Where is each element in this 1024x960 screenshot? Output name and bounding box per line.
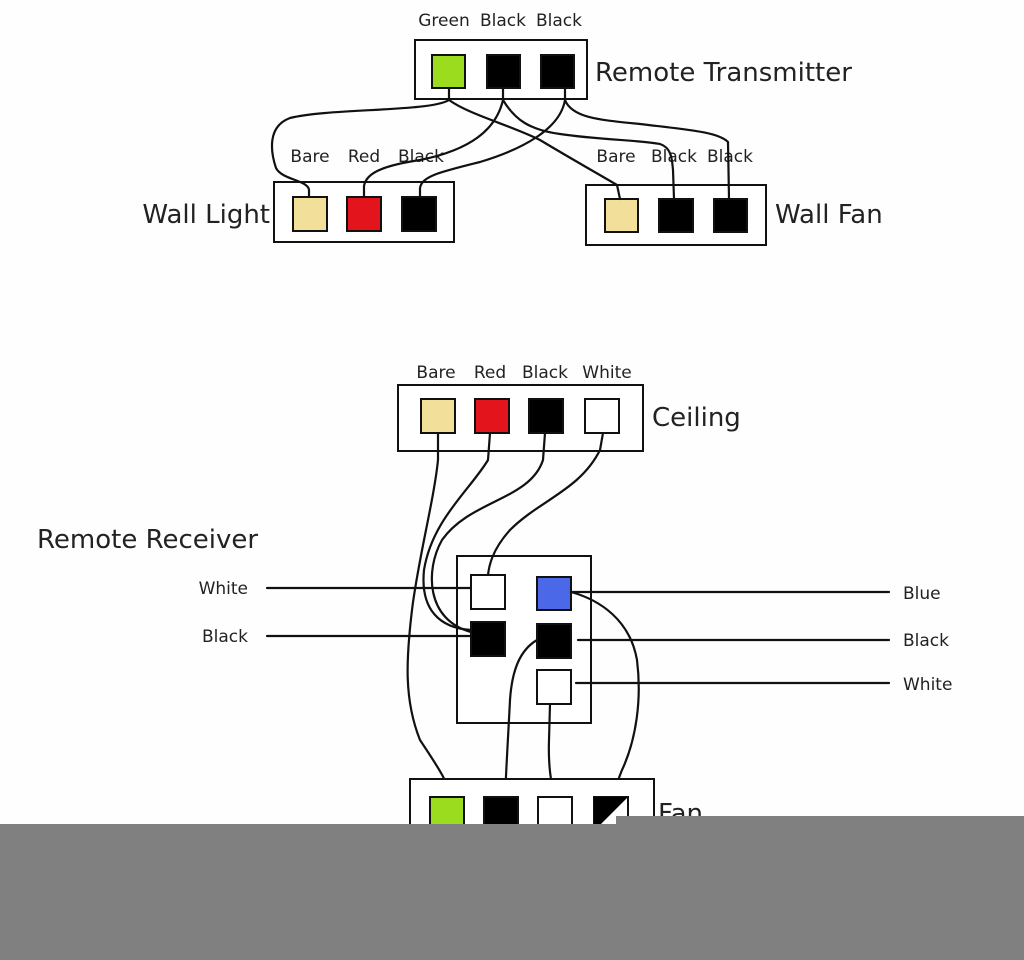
wall-fan-label-black-1: Black	[651, 147, 697, 167]
wall-fan-label-bare: Bare	[596, 147, 635, 167]
ceiling-title: Ceiling	[652, 403, 741, 433]
ceiling-label-black: Black	[522, 363, 568, 383]
receiver-right-label-white: White	[903, 675, 952, 695]
wire-black1-to-light-red	[362, 86, 505, 199]
wire-ceiling-bare-to-fan-green	[406, 431, 452, 802]
receiver-terminal-black-in	[470, 621, 506, 657]
transmitter-label-black-2: Black	[536, 11, 582, 31]
wall-fan-terminal-bare	[604, 198, 639, 233]
receiver-title: Remote Receiver	[37, 525, 258, 555]
transmitter-terminal-black-1	[486, 54, 521, 89]
transmitter-terminal-black-2	[540, 54, 575, 89]
transmitter-label-black-1: Black	[480, 11, 526, 31]
wire-ceiling-red-to-receiver-black	[422, 431, 492, 632]
occlusion-overlay-left	[0, 824, 1024, 960]
ceiling-terminal-white	[584, 398, 620, 434]
ceiling-label-bare: Bare	[416, 363, 455, 383]
wall-light-terminal-red	[346, 196, 382, 232]
transmitter-label-green: Green	[418, 11, 469, 31]
ceiling: Bare Red Black White Ceiling	[397, 363, 741, 452]
wall-fan-terminal-black-2	[713, 198, 748, 233]
wall-light: Bare Red Black Wall Light	[142, 147, 455, 243]
transmitter-terminal-green	[431, 54, 466, 89]
receiver-terminal-white-out	[536, 669, 572, 705]
wire-ceiling-black-to-receiver-black	[430, 431, 547, 634]
receiver-right-label-black: Black	[903, 631, 949, 651]
receiver-right-label-blue: Blue	[903, 584, 941, 604]
ceiling-label-red: Red	[474, 363, 506, 383]
wall-light-label-bare: Bare	[290, 147, 329, 167]
wire-green-to-fan-bare	[447, 98, 622, 201]
receiver-terminal-black-out	[536, 623, 572, 659]
receiver-left-label-black: Black	[202, 627, 248, 647]
wall-fan-label-black-2: Black	[707, 147, 753, 167]
occlusion-overlay-right	[616, 816, 1024, 826]
wall-fan-terminal-black-1	[658, 198, 694, 233]
wall-light-title: Wall Light	[142, 200, 270, 230]
receiver-left-label-white: White	[199, 579, 248, 599]
ceiling-label-white: White	[582, 363, 631, 383]
wire-ceiling-white-to-receiver-white	[486, 431, 605, 577]
wall-light-terminal-black	[401, 196, 437, 232]
receiver-terminal-white-in	[470, 574, 506, 610]
wall-fan-title: Wall Fan	[775, 200, 883, 230]
top-wires	[270, 86, 731, 201]
wall-light-label-red: Red	[348, 147, 380, 167]
ceiling-terminal-black	[528, 398, 564, 434]
remote-transmitter: Green Black Black Remote Transmitter	[414, 11, 852, 100]
wire-black1-to-fan-black1	[501, 98, 676, 201]
ceiling-terminal-bare	[420, 398, 456, 434]
remote-receiver: Remote Receiver White Black Blue Black W…	[37, 525, 952, 724]
ceiling-terminal-red	[474, 398, 510, 434]
wire-black2-to-light-black	[418, 86, 567, 199]
wire-black2-to-fan-black2	[563, 98, 731, 201]
wire-receiver-black-to-fan-black	[503, 638, 539, 802]
wall-fan: Bare Black Black Wall Fan	[585, 147, 883, 246]
transmitter-title: Remote Transmitter	[595, 58, 852, 88]
wire-green-to-light-bare	[270, 86, 451, 199]
receiver-terminal-blue-out	[536, 576, 572, 611]
wall-light-terminal-bare	[292, 196, 328, 232]
